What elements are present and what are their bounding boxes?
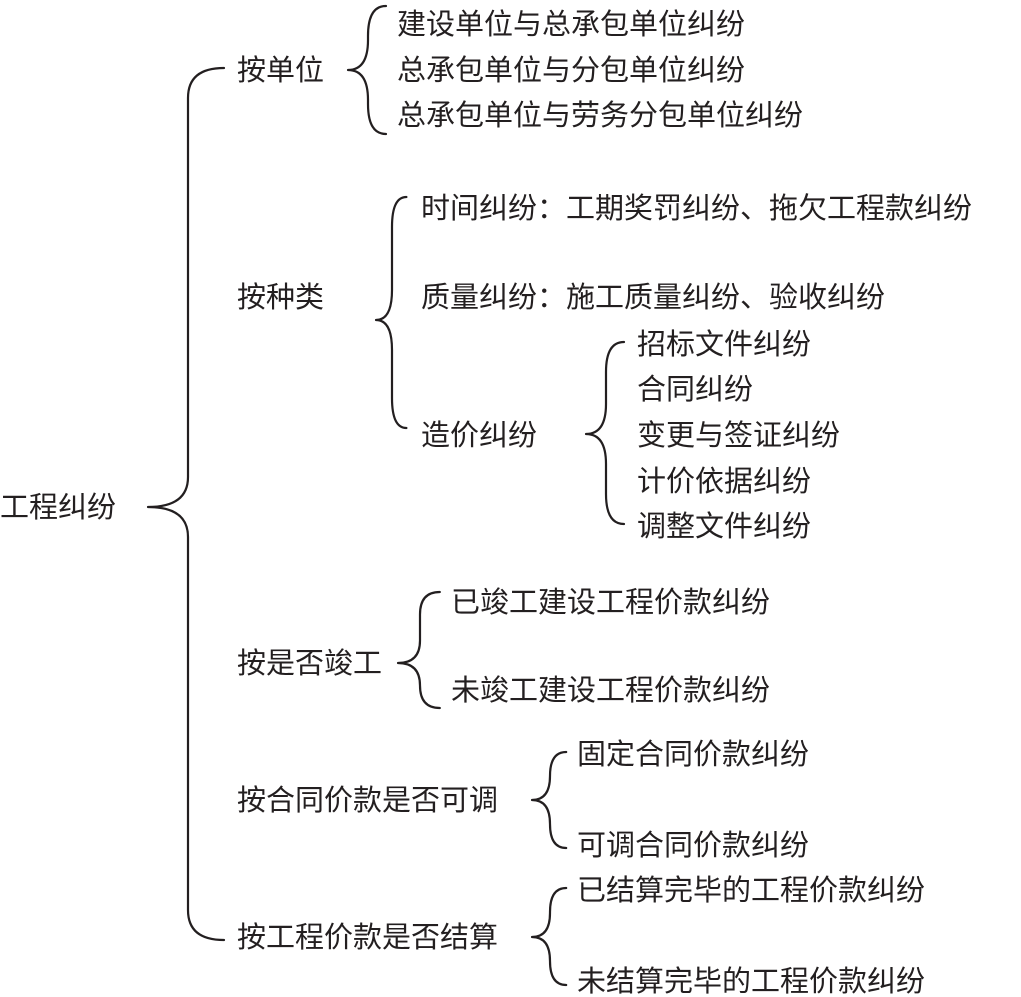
- cost-item: 合同纠纷: [637, 372, 753, 406]
- adjustable-item: 固定合同价款纠纷: [577, 737, 809, 771]
- branch-type-label: 按种类: [237, 280, 324, 314]
- adjustable-item: 可调合同价款纠纷: [577, 828, 809, 862]
- root-brace: [146, 66, 226, 942]
- type-quality-item: 质量纠纷：施工质量纠纷、验收纠纷: [421, 280, 885, 314]
- completion-item: 未竣工建设工程价款纠纷: [451, 673, 770, 707]
- settlement-brace: [530, 886, 568, 987]
- branch-completion-label: 按是否竣工: [237, 646, 382, 680]
- branch-unit-label: 按单位: [237, 53, 324, 87]
- cost-item: 调整文件纠纷: [637, 509, 811, 543]
- type-cost-label: 造价纠纷: [421, 418, 537, 452]
- cost-brace: [584, 340, 626, 526]
- unit-item: 总承包单位与劳务分包单位纠纷: [397, 98, 803, 132]
- completion-brace: [396, 590, 441, 710]
- type-time-item: 时间纠纷：工期奖罚纠纷、拖欠工程款纠纷: [421, 191, 972, 225]
- settlement-item: 未结算完毕的工程价款纠纷: [577, 964, 925, 997]
- completion-item: 已竣工建设工程价款纠纷: [451, 585, 770, 619]
- cost-item: 计价依据纠纷: [637, 464, 811, 498]
- branch-settlement-label: 按工程价款是否结算: [237, 920, 498, 954]
- unit-item: 建设单位与总承包单位纠纷: [397, 7, 745, 41]
- adjustable-brace: [530, 750, 568, 850]
- type-brace: [374, 195, 408, 430]
- root-label: 工程纠纷: [0, 490, 116, 524]
- unit-item: 总承包单位与分包单位纠纷: [397, 53, 745, 87]
- cost-item: 变更与签证纠纷: [637, 418, 840, 452]
- cost-item: 招标文件纠纷: [637, 327, 811, 361]
- unit-brace: [346, 4, 388, 136]
- branch-adjustable-label: 按合同价款是否可调: [237, 783, 498, 817]
- settlement-item: 已结算完毕的工程价款纠纷: [577, 873, 925, 907]
